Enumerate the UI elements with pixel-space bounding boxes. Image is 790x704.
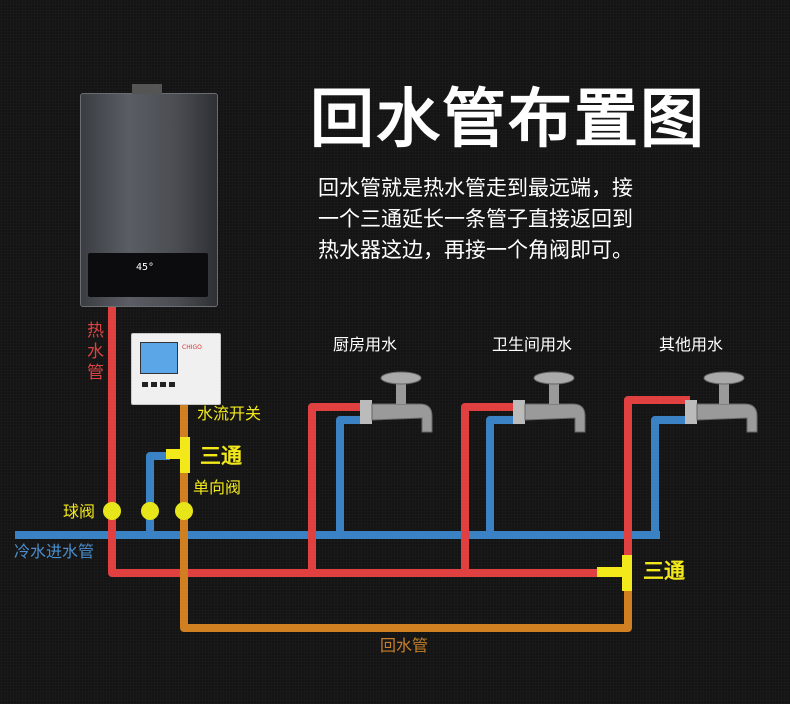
controller-brand-logo: CHIGO (182, 344, 202, 351)
ball-valve-3 (175, 502, 193, 520)
outlet-label-kitchen: 厨房用水 (333, 335, 398, 354)
heater-control-panel (88, 253, 208, 297)
heater-flue (132, 84, 162, 94)
faucet-icon-kitchen (360, 371, 433, 433)
description-line: 热水器这边，再接一个角阀即可。 (318, 238, 633, 262)
outlet-label-other: 其他用水 (659, 335, 724, 354)
tee-label-left: 三通 (200, 444, 242, 468)
controller-button (169, 382, 175, 387)
ball-valve-1 (103, 502, 121, 520)
cold-inlet-label: 冷水进水管 (14, 542, 95, 561)
return-pipe (180, 400, 632, 632)
heater-temperature-display: 45° (136, 262, 155, 273)
ball-valve-2 (141, 502, 159, 520)
check-valve-label: 单向阀 (193, 478, 242, 497)
controller-button (160, 382, 166, 387)
tee-label-right: 三通 (643, 559, 685, 583)
hot-water-pipe (108, 305, 690, 577)
controller-screen (140, 342, 178, 374)
page-title: 回水管布置图 (310, 83, 706, 157)
ball-valve-label: 球阀 (63, 502, 96, 521)
faucet-icon-other (685, 371, 758, 433)
hot-pipe-label-1: 热 (87, 321, 104, 341)
return-pipe-label: 回水管 (380, 636, 429, 655)
description-line: 回水管就是热水管走到最远端，接 (318, 176, 633, 200)
faucet-icon-bathroom (513, 371, 586, 433)
tee-fitting-left (166, 437, 190, 473)
hot-pipe-label-3: 管 (87, 363, 104, 383)
description-line: 一个三通延长一条管子直接返回到 (318, 207, 633, 231)
hot-pipe-label-2: 水 (87, 342, 104, 362)
tee-fitting-right (597, 555, 632, 591)
flow-switch-label: 水流开关 (197, 404, 262, 423)
controller-button (151, 382, 157, 387)
controller-button (142, 382, 148, 387)
outlet-label-bathroom: 卫生间用水 (492, 335, 573, 354)
